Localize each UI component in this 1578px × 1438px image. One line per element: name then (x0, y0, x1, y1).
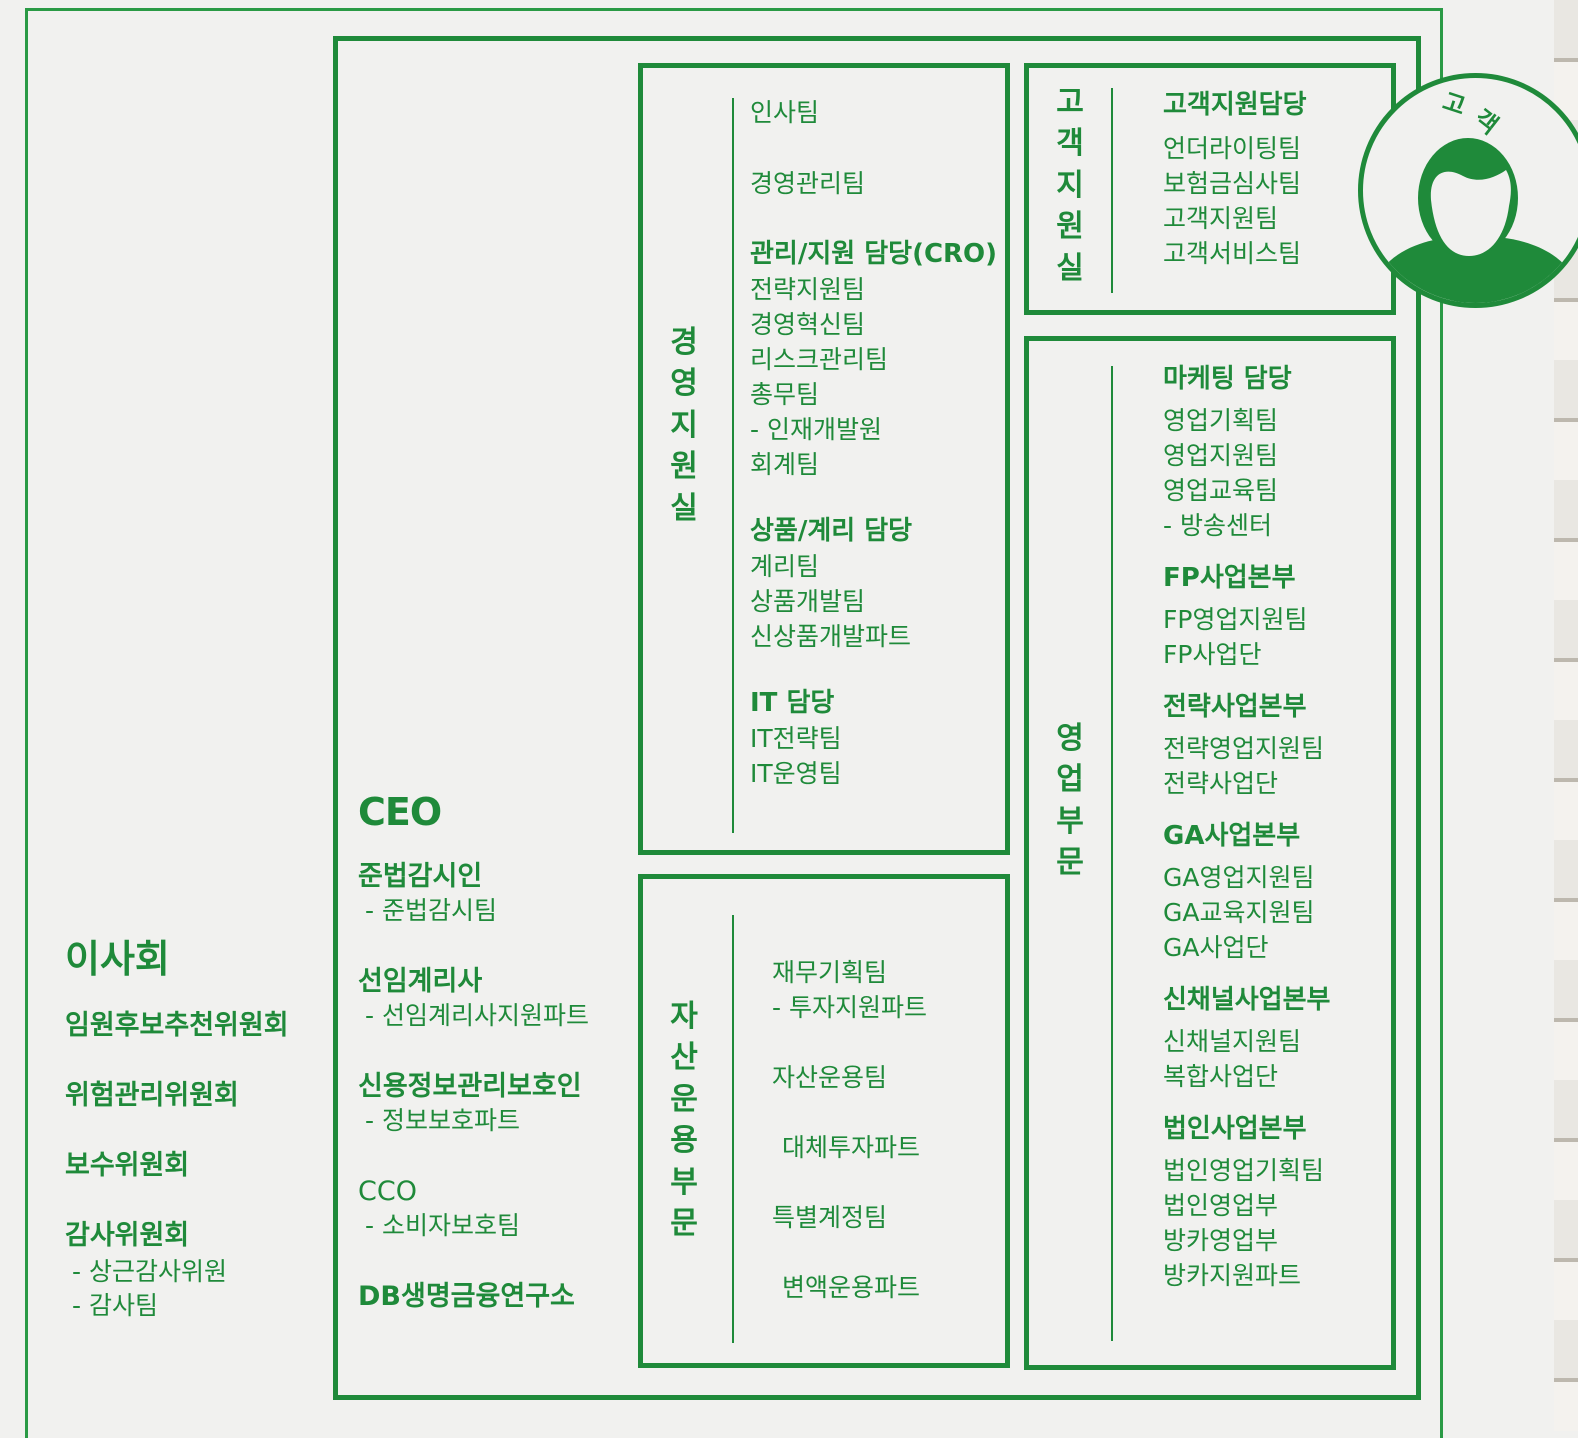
team-item: IT운영팀 (750, 759, 842, 788)
ceo-frame (333, 36, 1421, 1400)
group-head: 법인사업본부 (1163, 1114, 1307, 1144)
audit-sub-item: - 상근감사위원 (72, 1257, 227, 1286)
team-item: 법인영업기획팀 (1163, 1156, 1325, 1185)
team-item: 영업교육팀 (1163, 476, 1279, 505)
group-head: FP사업본부 (1163, 563, 1296, 593)
team-item: 인사팀 (750, 98, 820, 127)
team-item: 리스크관리팀 (750, 345, 889, 374)
team-item: 방카영업부 (1163, 1226, 1279, 1255)
team-item: 특별계정팀 (772, 1203, 888, 1232)
team-item: 회계팀 (750, 450, 820, 479)
group-head: GA사업본부 (1163, 821, 1301, 851)
team-item: FP사업단 (1163, 640, 1262, 669)
team-item: 전략지원팀 (750, 275, 866, 304)
cs-divider (1111, 88, 1113, 293)
team-item: 전략사업단 (1163, 769, 1279, 798)
cs-team-list: 고객지원담당 언더라이팅팀 보험금심사팀 고객지원팀 고객서비스팀 (1163, 88, 1307, 271)
team-item: 복합사업단 (1163, 1062, 1279, 1091)
team-item: - 방송센터 (1163, 511, 1272, 540)
customer-badge: 고 객 (1358, 73, 1578, 308)
ceo-item-sub: - 선임계리사지원파트 (365, 1001, 589, 1030)
team-item: 전략영업지원팀 (1163, 734, 1325, 763)
sales-divider (1111, 366, 1113, 1341)
team-item: 고객지원팀 (1163, 204, 1279, 233)
ceo-item-head: 신용정보관리보호인 (358, 1071, 582, 1102)
ceo-item-sub: - 준법감시팀 (365, 896, 497, 925)
team-item: 보험금심사팀 (1163, 169, 1302, 198)
group-head: IT 담당 (750, 688, 835, 718)
ceo-item-head: 준법감시인 (358, 861, 483, 892)
team-item: 총무팀 (750, 380, 820, 409)
team-item: 경영관리팀 (750, 169, 866, 198)
sales-division-title: 영업부문 (1056, 721, 1084, 881)
customer-support-title: 고객지원실 (1056, 85, 1084, 286)
ceo-item-head: CCO (358, 1176, 417, 1207)
committee-nomination: 임원후보추천위원회 (65, 1010, 289, 1041)
audit-sub-item: - 감사팀 (72, 1291, 158, 1320)
mgmt-support-title: 경영지원실 (670, 325, 698, 526)
team-item: 자산운용팀 (772, 1063, 888, 1092)
team-item: 언더라이팅팀 (1163, 134, 1302, 163)
sales-division-box (1024, 336, 1396, 1370)
team-item: - 투자지원파트 (772, 993, 927, 1022)
ceo-item-sub: - 소비자보호팀 (365, 1211, 520, 1240)
team-item: - 인재개발원 (750, 415, 882, 444)
team-item: 방카지원파트 (1163, 1261, 1302, 1290)
team-item: GA교육지원팀 (1163, 898, 1315, 927)
team-item: 대체투자파트 (782, 1133, 921, 1162)
group-head: 신채널사업본부 (1163, 985, 1331, 1015)
person-icon (1371, 138, 1578, 303)
asset-management-title: 자산운용부문 (670, 999, 698, 1241)
group-head: 상품/계리 담당 (750, 516, 913, 546)
asset-divider (732, 915, 734, 1343)
team-item: 경영혁신팀 (750, 310, 866, 339)
ceo-title: CEO (358, 790, 442, 834)
ceo-item-head: DB생명금융연구소 (358, 1281, 575, 1312)
team-item: 변액운용파트 (782, 1273, 921, 1302)
team-item: IT전략팀 (750, 724, 842, 753)
ceo-item-head: 선임계리사 (358, 966, 483, 997)
team-item: 신채널지원팀 (1163, 1027, 1302, 1056)
team-item: 법인영업부 (1163, 1191, 1279, 1220)
committee-risk: 위험관리위원회 (65, 1080, 239, 1111)
team-item: 재무기획팀 (772, 958, 888, 987)
team-item: GA영업지원팀 (1163, 863, 1315, 892)
team-item: FP영업지원팀 (1163, 605, 1308, 634)
org-chart-frame (25, 8, 1443, 1438)
sales-team-list: 마케팅 담당 영업기획팀 영업지원팀 영업교육팀 - 방송센터 FP사업본부 F… (1163, 362, 1330, 1293)
team-item: 영업기획팀 (1163, 406, 1279, 435)
group-head: 마케팅 담당 (1163, 364, 1292, 394)
mgmt-support-box (638, 63, 1010, 855)
team-item: 영업지원팀 (1163, 441, 1279, 470)
committee-compensation: 보수위원회 (65, 1150, 190, 1181)
committee-audit: 감사위원회 (65, 1220, 190, 1251)
team-item: GA사업단 (1163, 933, 1269, 962)
group-head: 관리/지원 담당(CRO) (750, 239, 998, 269)
group-head: 고객지원담당 (1163, 90, 1307, 120)
team-item: 상품개발팀 (750, 587, 866, 616)
group-head: 전략사업본부 (1163, 692, 1307, 722)
mgmt-divider (732, 98, 734, 833)
ceo-item-sub: - 정보보호파트 (365, 1106, 520, 1135)
mgmt-team-list: 인사팀 경영관리팀 관리/지원 담당(CRO) 전략지원팀 경영혁신팀 리스크관… (750, 95, 997, 791)
team-item: 계리팀 (750, 552, 820, 581)
team-item: 신상품개발파트 (750, 622, 912, 651)
board-title: 이사회 (65, 937, 170, 981)
team-item: 고객서비스팀 (1163, 239, 1302, 268)
asset-management-box (638, 874, 1010, 1368)
